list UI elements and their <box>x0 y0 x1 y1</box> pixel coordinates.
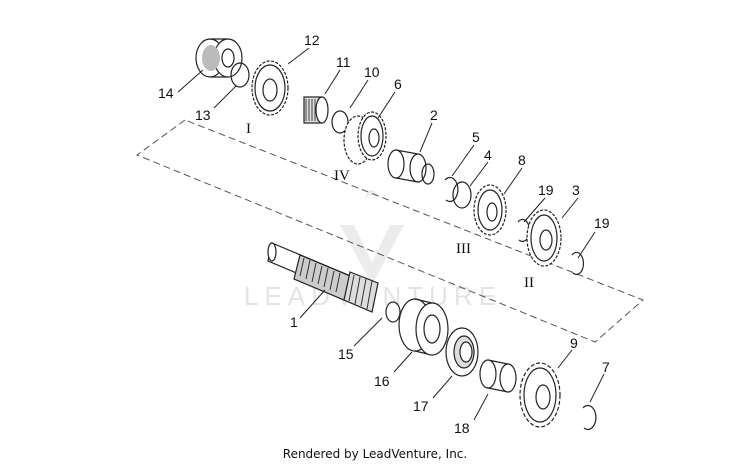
sprocket-part-9 <box>519 362 561 428</box>
callout-label: 2 <box>430 107 438 123</box>
callout-label: 9 <box>570 335 578 351</box>
callout-label: 4 <box>484 147 492 163</box>
washer-part-13 <box>230 62 250 88</box>
bushing-part-2 <box>387 149 427 183</box>
callout-labels: 1 2 3 4 5 6 7 8 9 10 11 12 13 14 15 16 1… <box>158 32 610 436</box>
ring-part-15 <box>385 301 401 323</box>
bearing-part-16 <box>398 298 449 356</box>
circlip-part-7 <box>582 404 597 431</box>
callout-label: 16 <box>374 373 390 389</box>
callout-label: 6 <box>394 76 402 92</box>
callout-label: 8 <box>518 152 526 168</box>
callout-label: 3 <box>572 182 580 198</box>
assembly-boundary <box>135 119 644 343</box>
bushing-part-18 <box>479 359 517 393</box>
callout-label: 10 <box>364 64 380 80</box>
ring-part <box>421 163 435 185</box>
callout-label: 5 <box>472 129 480 145</box>
main-shaft-part-1 <box>267 242 379 313</box>
callout-label: 15 <box>338 346 354 362</box>
gear-marker-iv: IV <box>334 168 350 184</box>
gear-part-12 <box>251 60 289 116</box>
washer-part-4 <box>452 181 472 209</box>
callout-label: 14 <box>158 85 174 101</box>
watermark-logo <box>340 190 404 285</box>
bearing-part-14 <box>195 38 243 78</box>
callout-label: 18 <box>454 420 470 436</box>
callout-label: 7 <box>602 359 610 375</box>
gear-part-3 <box>526 209 562 267</box>
gear-part-6 <box>343 111 387 165</box>
callout-label: 11 <box>336 54 351 70</box>
callout-label: 17 <box>413 398 429 414</box>
circlip-part-5 <box>444 176 459 203</box>
seal-part-17 <box>445 327 479 377</box>
gear-marker-iii: III <box>456 241 471 257</box>
washer-part-10 <box>331 110 349 134</box>
callout-label: 1 <box>290 314 298 330</box>
callout-label: 19 <box>538 182 554 198</box>
gear-markers: I II III IV <box>246 121 534 291</box>
callout-label: 13 <box>195 107 211 123</box>
gear-marker-i: I <box>246 121 251 137</box>
callout-leaders <box>177 47 605 421</box>
circlip-part-19-lower <box>571 251 585 276</box>
callout-label: 12 <box>304 32 320 48</box>
needle-bearing-part-11 <box>303 96 329 124</box>
gear-part-8 <box>473 184 507 236</box>
gear-marker-ii: II <box>524 275 534 291</box>
callout-label: 19 <box>594 215 610 231</box>
render-credit: Rendered by LeadVenture, Inc. <box>282 447 468 461</box>
